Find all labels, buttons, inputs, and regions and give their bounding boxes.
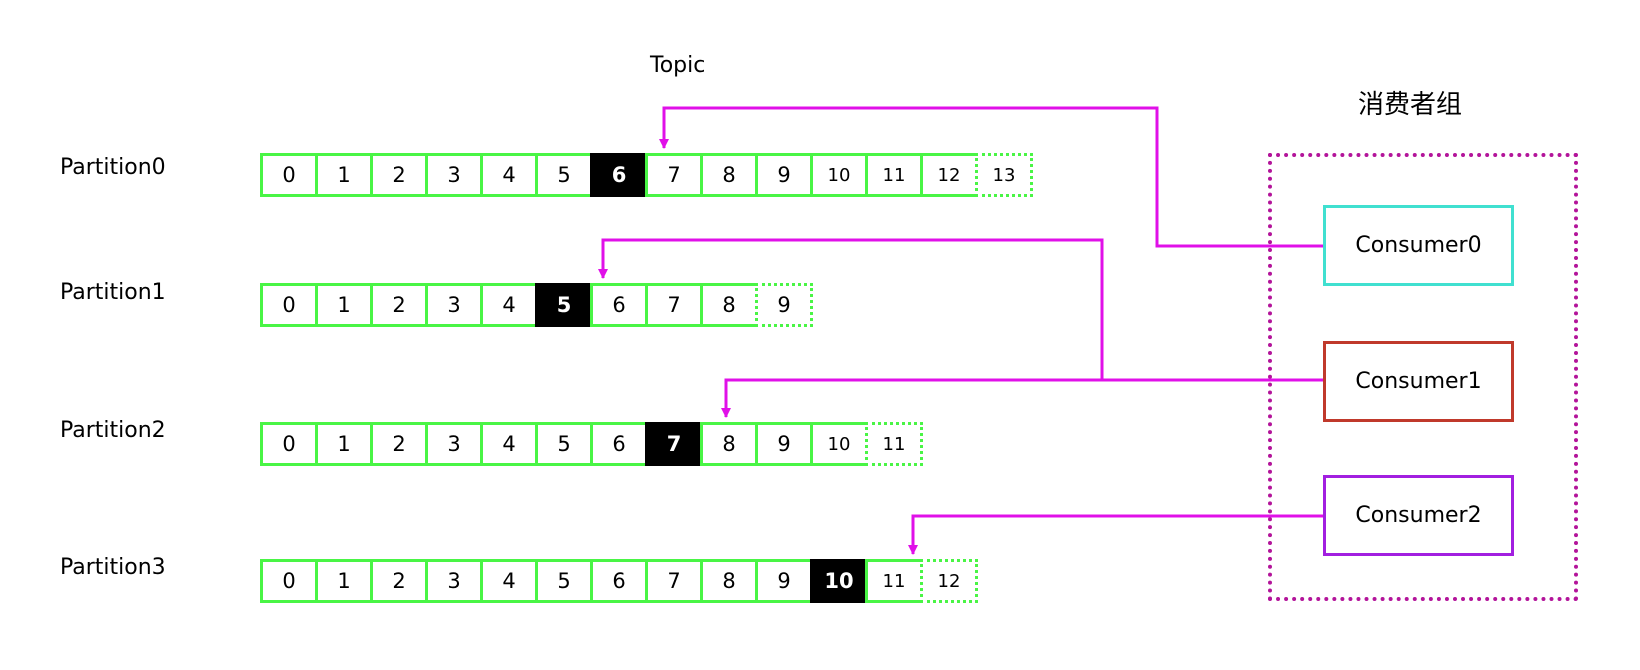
partition-label: Partition3 (60, 555, 166, 580)
consumer-offset-cell: 5 (535, 283, 593, 327)
connector-consumer1-partition1 (598, 238, 1104, 380)
message-cell: 8 (700, 559, 758, 603)
next-message-cell: 11 (865, 422, 923, 466)
message-cell: 2 (370, 559, 428, 603)
next-message-cell: 9 (755, 283, 813, 327)
message-cell: 2 (370, 283, 428, 327)
message-cell: 9 (755, 422, 813, 466)
message-cell: 3 (425, 559, 483, 603)
connector-consumer1-partition2 (721, 378, 1323, 418)
message-cell: 7 (645, 283, 703, 327)
message-cell: 6 (590, 283, 648, 327)
message-cell: 5 (535, 153, 593, 197)
message-cell: 8 (700, 283, 758, 327)
message-cell: 4 (480, 153, 538, 197)
message-cell: 1 (315, 422, 373, 466)
message-cell: 7 (645, 559, 703, 603)
message-cell: 10 (810, 422, 868, 466)
partition-label: Partition0 (60, 155, 166, 180)
message-cell: 9 (755, 153, 813, 197)
partition-label: Partition1 (60, 280, 166, 305)
message-cell: 3 (425, 422, 483, 466)
message-cell: 9 (755, 559, 813, 603)
consumer-group-box (1268, 153, 1578, 601)
connector-consumer0-partition0 (659, 106, 1323, 248)
message-cell: 4 (480, 559, 538, 603)
message-cell: 10 (810, 153, 868, 197)
consumer-1-box: Consumer1 (1323, 341, 1514, 422)
consumer-group-title: 消费者组 (1358, 90, 1463, 120)
next-message-cell: 12 (920, 559, 978, 603)
message-cell: 7 (645, 153, 703, 197)
consumer-0-box: Consumer0 (1323, 205, 1514, 286)
consumer-2-box: Consumer2 (1323, 475, 1514, 556)
next-message-cell: 13 (975, 153, 1033, 197)
partition-label: Partition2 (60, 418, 166, 443)
topic-label: Topic (650, 53, 706, 78)
message-cell: 3 (425, 153, 483, 197)
consumer-offset-cell: 7 (645, 422, 703, 466)
message-cell: 0 (260, 283, 318, 327)
message-cell: 5 (535, 559, 593, 603)
connector-consumer2-partition3 (908, 514, 1323, 555)
message-cell: 1 (315, 283, 373, 327)
message-cell: 8 (700, 153, 758, 197)
message-cell: 1 (315, 153, 373, 197)
